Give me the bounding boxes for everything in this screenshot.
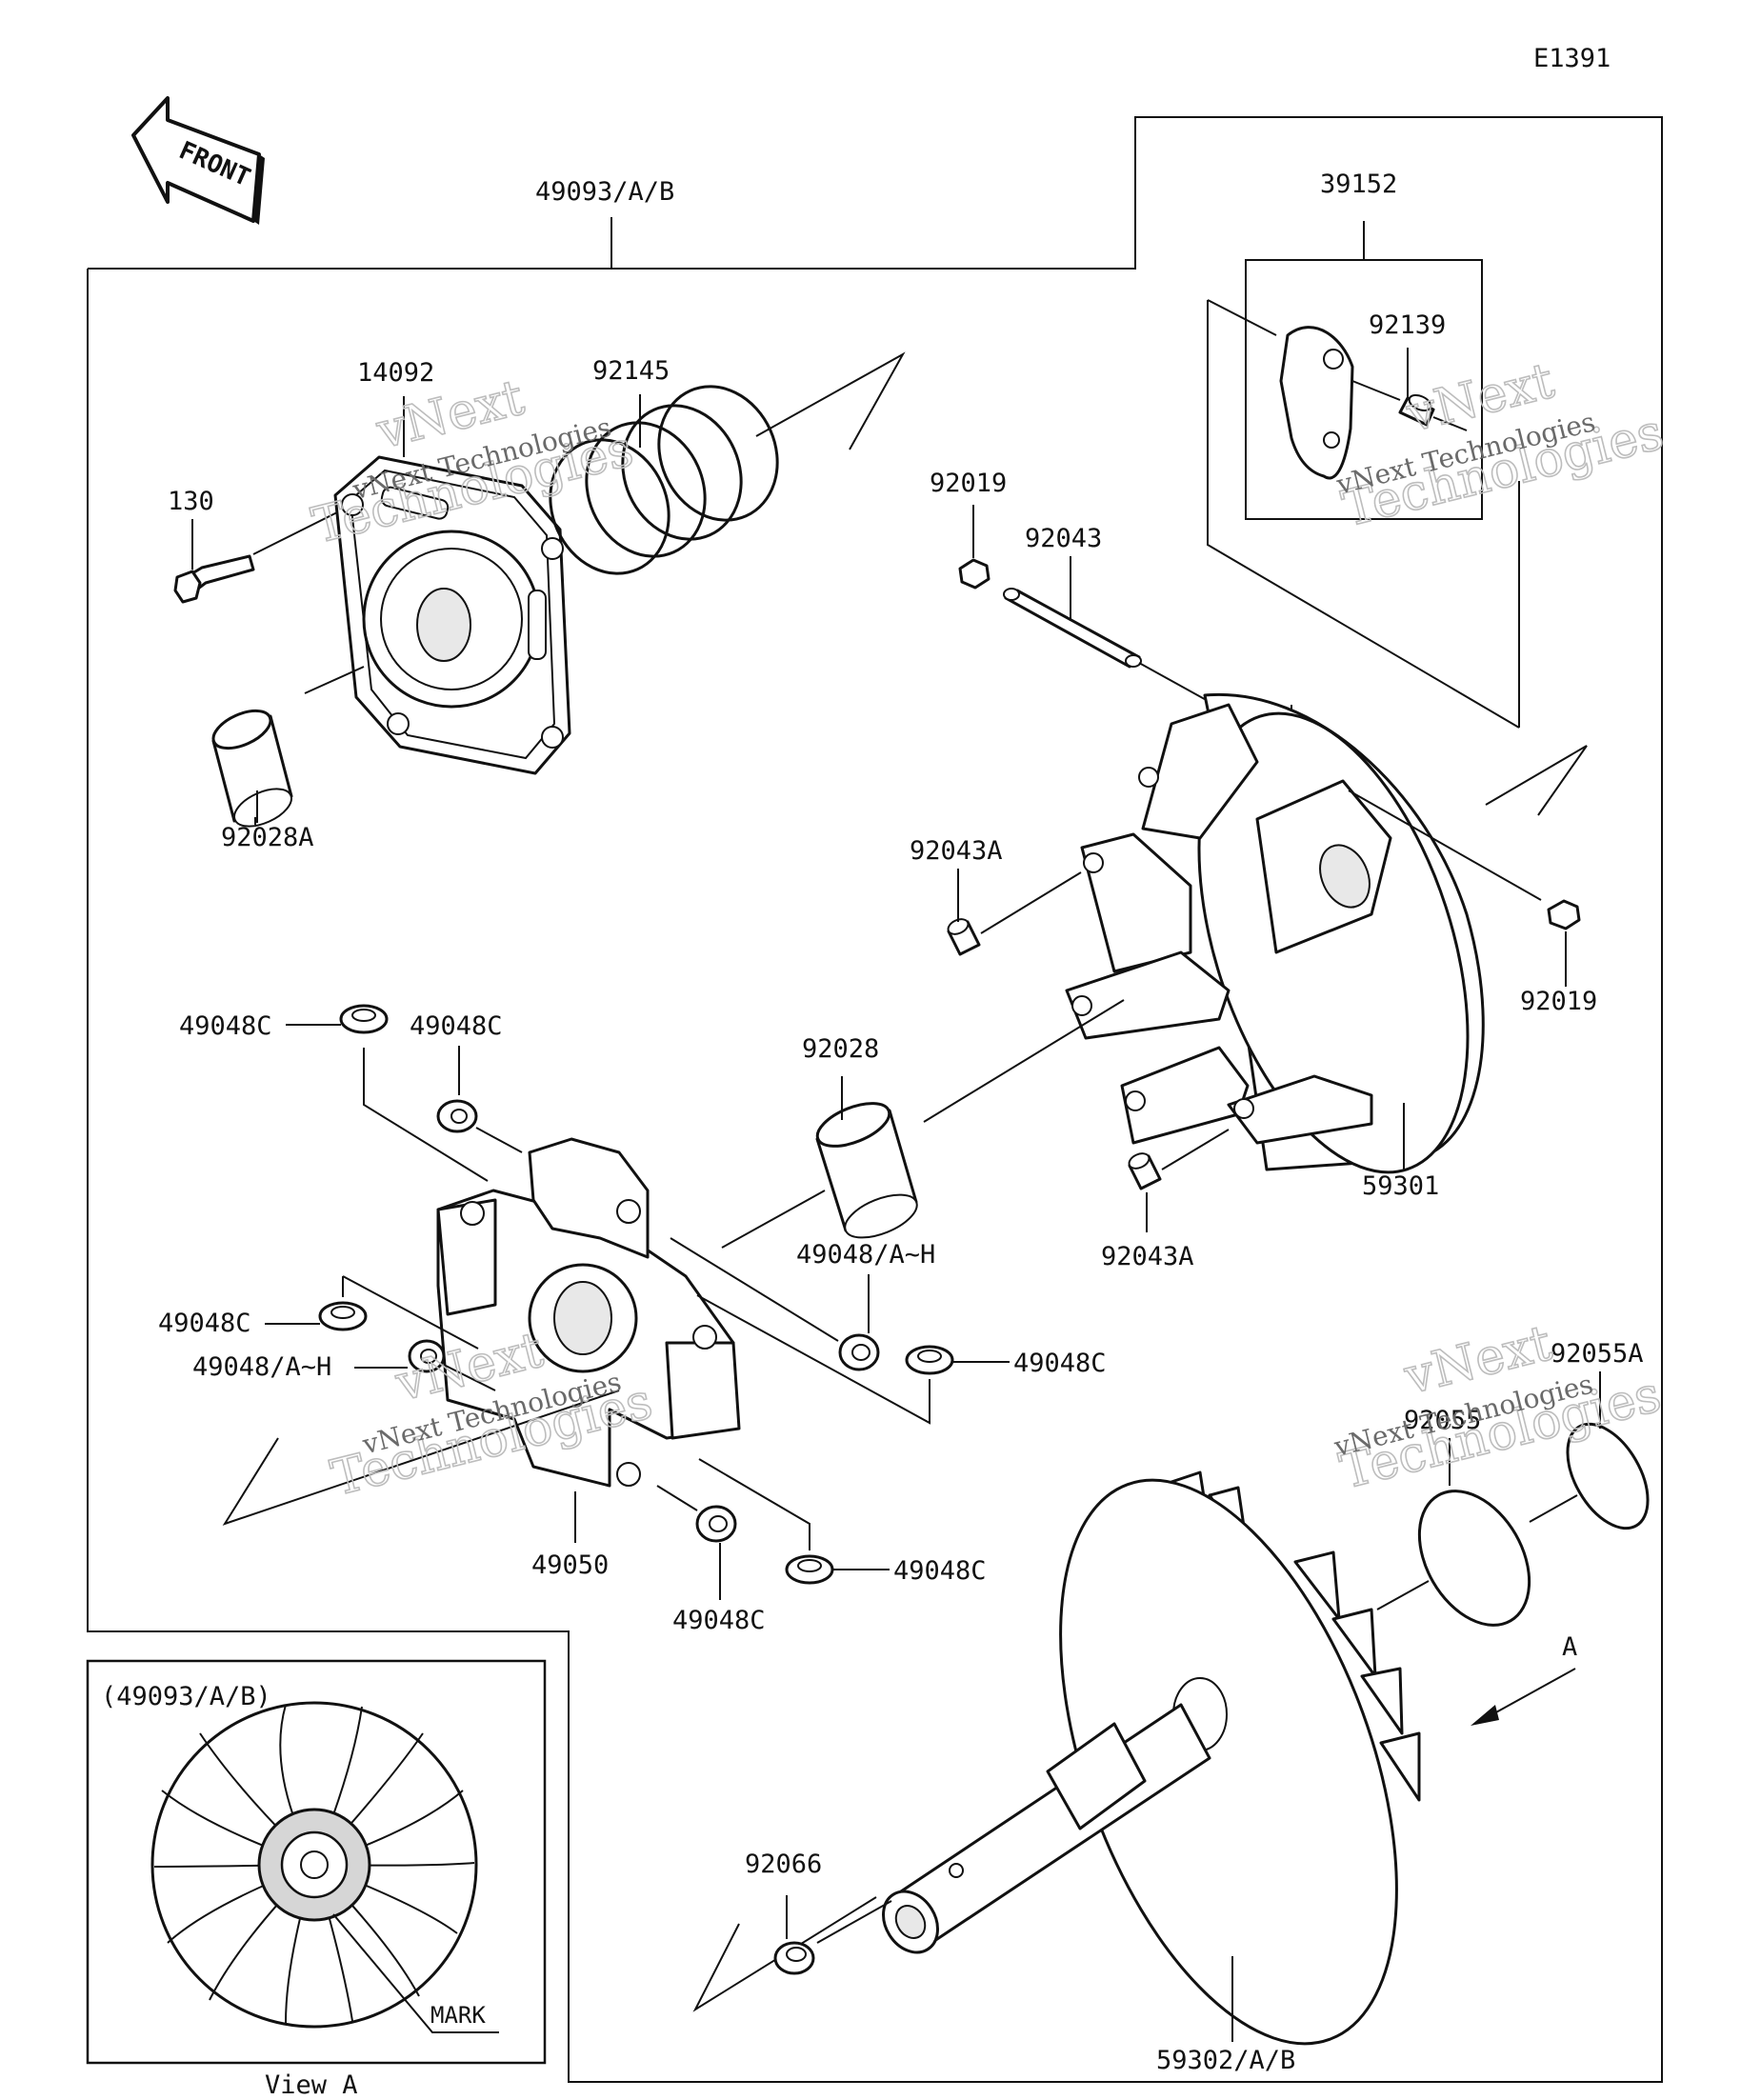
label-cap: 92066 [745,1850,822,1879]
oring-2 [1566,1422,1650,1530]
spring [549,385,779,575]
shoe-f [905,1345,954,1375]
shoe-d [408,1339,446,1373]
label-pin-upper: 92043A [910,836,1003,866]
label-bolt: 130 [168,487,214,516]
label-shoe-c: 49048C [158,1309,251,1338]
watermark-2: vNext Technologies vNext Technologies [1332,351,1670,539]
clutch-cover [333,455,571,775]
inset-frame [86,1659,547,2065]
label-oring-2: 92055A [1551,1339,1644,1369]
watermark-1: vNext Technologies vNext Technologies [306,369,639,556]
label-shoe-e: 49048/A~H [796,1240,935,1270]
label-weight-pin: 92139 [1369,310,1446,340]
label-view-a-arrow: A [1562,1632,1577,1662]
label-sheave-movable: 59301 [1362,1171,1439,1201]
inset-title: (49093/A/B) [101,1682,271,1711]
inset-mark-label: MARK [430,2002,486,2029]
label-nut-right: 92019 [1520,987,1597,1016]
label-shaft-pin: 92043 [1025,524,1102,553]
shaft-pin [1003,588,1142,669]
shoe-b [436,1099,478,1133]
view-a-sheave-face [150,1701,478,2029]
label-spider: 49050 [531,1550,609,1580]
label-pin-lower: 92043A [1101,1242,1194,1271]
weight-arm [1279,326,1354,480]
label-oring-1: 92055 [1404,1406,1481,1435]
front-arrow-icon: FRONT [131,96,265,225]
label-bushing-center: 92028 [802,1034,879,1064]
label-shoe-d: 49048/A~H [192,1352,331,1382]
inset-caption: View A [265,2070,358,2100]
shoe-e [838,1333,880,1371]
cap [773,1941,815,1975]
view-a-arrow-icon [1471,1668,1576,1726]
label-assembly: 49093/A/B [535,177,674,207]
shoe-a [339,1004,389,1034]
diagram-code: E1391 [1533,44,1611,73]
label-cover: 14092 [357,358,434,388]
label-nut-top: 92019 [930,469,1007,498]
label-shoe-h: 49048C [893,1556,987,1586]
label-weight-kit: 39152 [1320,170,1397,199]
label-bushing-cover: 92028A [221,823,314,852]
label-shoe-a: 49048C [179,1011,272,1041]
spider [436,1137,741,1488]
shoe-h [785,1554,834,1585]
bushing-center [815,1102,918,1239]
label-shoe-b: 49048C [410,1011,503,1041]
nut-right [1547,899,1581,930]
label-shoe-g: 49048C [672,1606,766,1635]
oring-1 [1417,1490,1531,1627]
pin-lower [1128,1152,1162,1190]
shoe-c [318,1301,368,1331]
label-spring: 92145 [592,356,670,386]
bushing-cover [211,709,293,828]
nut-top [958,558,991,590]
label-shoe-f: 49048C [1013,1349,1107,1378]
label-sheave-fixed: 59302/A/B [1156,2046,1295,2075]
pin-upper [947,918,981,956]
shoe-g [695,1505,737,1543]
weight-pin [1398,393,1435,427]
bolt [173,554,255,604]
fixed-sheave [882,1470,1421,2046]
movable-sheave [1065,692,1485,1174]
assembly-frame [87,116,1663,2083]
